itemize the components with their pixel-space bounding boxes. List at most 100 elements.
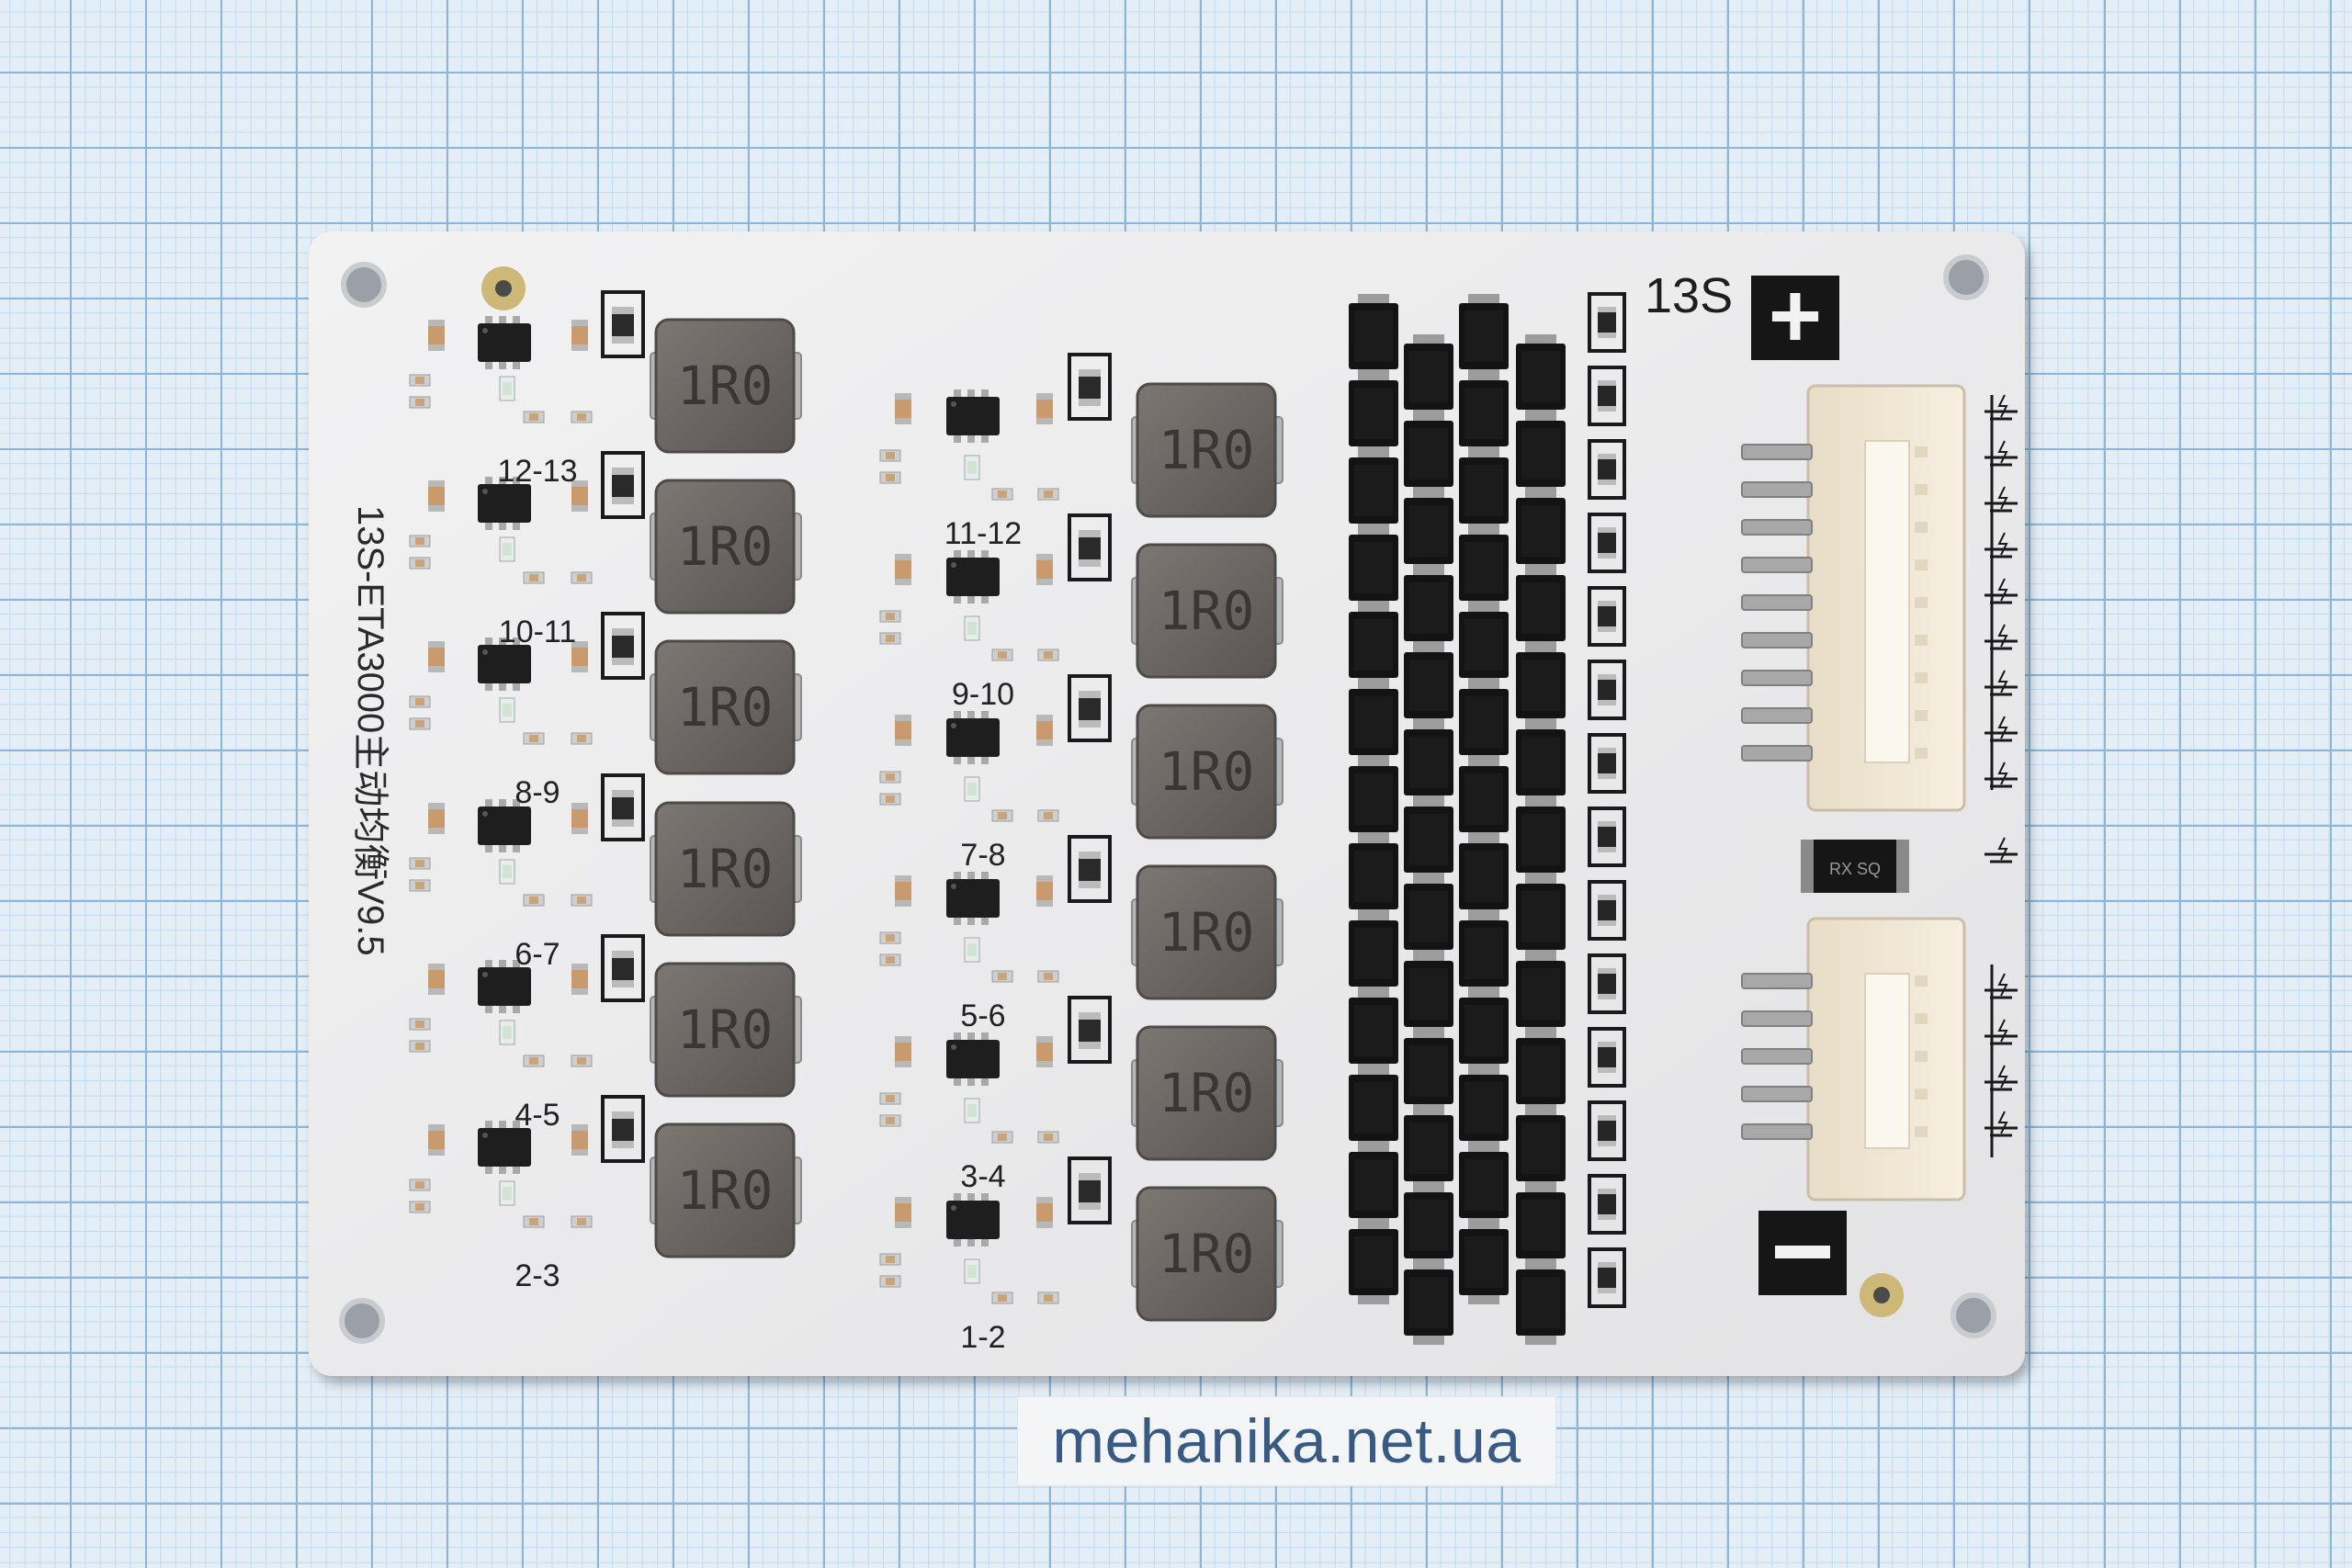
strip-resistor — [1588, 953, 1626, 1014]
smd-resistor-small — [571, 571, 593, 584]
smd-resistor-small — [991, 1292, 1013, 1304]
smd-mosfet — [1404, 489, 1453, 573]
smd-mosfet — [1404, 334, 1453, 419]
smd-capacitor — [895, 875, 911, 907]
minus-sign — [1775, 1246, 1830, 1258]
battery-symbol-column — [1984, 394, 2018, 1157]
cell-count-label: 13S — [1645, 268, 1733, 323]
watermark-text: mehanika.net.ua — [1052, 1406, 1521, 1476]
smd-capacitor — [1036, 715, 1053, 746]
connector-pin — [1741, 973, 1813, 989]
cell-pair-label: 6-7 — [514, 937, 560, 972]
smd-capacitor — [895, 554, 911, 585]
battery-cell-symbol — [1984, 761, 2018, 788]
framed-smd-resistor — [601, 612, 645, 680]
smd-mosfet — [1404, 1106, 1453, 1190]
battery-cell-symbol — [1984, 394, 2018, 421]
smd-resistor-small — [1037, 1292, 1059, 1304]
cell-pair-label: 1-2 — [960, 1320, 1005, 1355]
smd-mosfet — [1349, 294, 1398, 378]
connector-slot — [1864, 973, 1910, 1149]
inductor-marking: 1R0 — [677, 355, 774, 417]
smd-mosfet — [1349, 448, 1398, 533]
sot23-6-ic — [478, 316, 531, 369]
smd-resistor-small — [879, 793, 901, 806]
power-inductor: 1R0 — [650, 479, 802, 615]
smd-diode: RX SQ — [1801, 840, 1909, 893]
connector-contact — [1915, 976, 1928, 987]
plus-sign: + — [1769, 265, 1822, 367]
smd-mosfet — [1516, 1260, 1566, 1345]
connector-pin — [1741, 594, 1813, 611]
cell-pair-label: 5-6 — [960, 998, 1005, 1033]
smd-mosfet — [1459, 1220, 1509, 1304]
sot23-6-ic — [946, 1032, 1000, 1086]
strip-resistor — [1588, 439, 1626, 500]
smd-resistor-small — [879, 1114, 901, 1127]
strip-resistor — [1588, 733, 1626, 794]
connector-contact — [1915, 559, 1928, 570]
smd-resistor-small — [409, 374, 431, 387]
connector-contact — [1915, 710, 1928, 721]
smd-resistor-small — [991, 1131, 1013, 1144]
smd-resistor-small — [409, 557, 431, 570]
sot23-6-ic — [946, 550, 1000, 604]
smd-resistor-small — [409, 1201, 431, 1213]
sot23-6-ic — [946, 389, 1000, 443]
smd-resistor-small — [409, 1040, 431, 1053]
gold-pad-hole — [1873, 1287, 1890, 1303]
mounting-hole — [341, 262, 387, 308]
mounting-holes — [339, 254, 1996, 1344]
framed-smd-resistor — [601, 1095, 645, 1163]
smd-capacitor — [571, 480, 588, 512]
smd-capacitor — [1036, 393, 1053, 424]
inductor-marking: 1R0 — [1159, 580, 1255, 642]
smd-led — [964, 937, 980, 963]
strip-resistor — [1588, 366, 1626, 426]
sot23-6-ic — [478, 960, 531, 1013]
silkscreen-labels: 12-1310-118-96-74-52-311-129-107-85-63-4… — [498, 454, 1023, 1355]
inductor-marking: 1R0 — [677, 1159, 774, 1222]
smd-mosfet — [1404, 1260, 1453, 1345]
smd-mosfet — [1516, 874, 1566, 959]
connector-contact — [1915, 1013, 1928, 1024]
smd-led — [964, 776, 980, 802]
inductor-marking: 1R0 — [677, 838, 774, 900]
smd-mosfet — [1459, 834, 1509, 919]
smd-resistor-small — [409, 879, 431, 892]
smd-resistor-small — [409, 396, 431, 409]
strip-resistor — [1588, 880, 1626, 941]
sot23-6-ic — [478, 1121, 531, 1174]
smd-resistor-small — [1037, 1131, 1059, 1144]
smd-led — [499, 1020, 515, 1045]
power-inductor: 1R0 — [650, 801, 802, 937]
smd-resistor-small — [879, 953, 901, 966]
smd-resistor-small — [879, 449, 901, 462]
connector-contact — [1915, 597, 1928, 608]
gold-pad-hole — [495, 280, 512, 297]
smd-mosfet — [1516, 1029, 1566, 1113]
smd-led — [499, 376, 515, 401]
connector-contact — [1915, 522, 1928, 533]
smd-mosfet — [1349, 371, 1398, 456]
smd-led — [499, 697, 515, 723]
smd-capacitor — [428, 320, 445, 351]
connector-pin — [1741, 1010, 1813, 1027]
power-inductor: 1R0 — [1131, 382, 1283, 518]
inductor-marking: 1R0 — [1159, 1062, 1255, 1124]
inductor-marking: 1R0 — [1159, 419, 1255, 481]
mounting-hole — [1943, 254, 1989, 300]
power-inductor: 1R0 — [1131, 864, 1283, 1000]
connector-pin — [1741, 1086, 1813, 1102]
strip-resistor — [1588, 292, 1626, 353]
smd-mosfet — [1349, 1220, 1398, 1304]
cell-pair-label: 7-8 — [960, 838, 1005, 873]
smd-capacitor — [1036, 1036, 1053, 1067]
smd-led — [964, 1258, 980, 1284]
connector-pins — [1741, 973, 1928, 1140]
smd-mosfet — [1516, 412, 1566, 496]
connector-pin — [1741, 481, 1813, 498]
connector-contact — [1915, 484, 1928, 495]
framed-smd-resistor — [1068, 674, 1112, 742]
